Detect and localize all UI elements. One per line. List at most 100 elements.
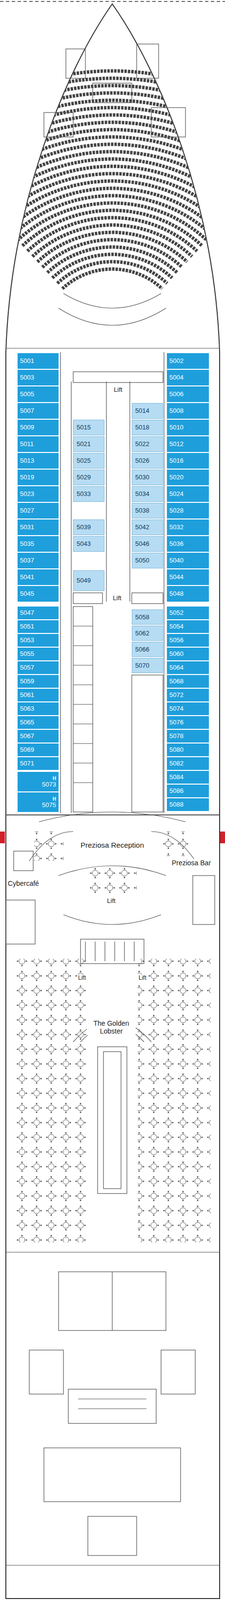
cabin-number: 5043 (76, 539, 91, 547)
cabin: 5086 (166, 782, 209, 796)
area-label: Lift (77, 972, 87, 980)
cabin-number: 5067 (20, 731, 35, 738)
cabin-number: 5046 (135, 539, 150, 547)
theatre-seat-row (62, 268, 163, 288)
cabin: 5016 (166, 451, 209, 468)
cabin: 5040 (166, 551, 209, 568)
cabin: 5055 (17, 646, 59, 659)
cabin-number: 5065 (20, 717, 35, 725)
cabin: 5058 (131, 608, 164, 624)
cabin-number: 5084 (169, 772, 184, 779)
cabin-number: 5059 (20, 676, 35, 684)
cabin: 5072 (166, 687, 209, 700)
cabin: H5073 (17, 770, 59, 790)
cabin: 5025 (73, 451, 105, 468)
cabin: 5057 (17, 659, 59, 673)
area-label: Lift (137, 972, 148, 980)
cabin: 5068 (166, 673, 209, 687)
cabin-number: 5034 (135, 489, 150, 497)
cabin: 5011 (17, 435, 59, 451)
cabin: 5038 (131, 501, 164, 518)
cabin: 5032 (166, 518, 209, 534)
cabin-number: 5006 (169, 389, 184, 397)
cabin-number: 5027 (20, 506, 35, 513)
cabin: 5009 (17, 418, 59, 435)
cabin: 5024 (166, 485, 209, 501)
cabin-number: 5010 (169, 423, 184, 430)
cabin: 5071 (17, 755, 59, 769)
cabin-number: 5057 (20, 662, 35, 670)
theatre-seat-row (0, 114, 225, 176)
cabin: 5005 (17, 385, 59, 402)
cabin: 5003 (17, 368, 59, 385)
area-label: Lift (112, 385, 123, 393)
cabin-number: 5054 (169, 621, 184, 629)
theatre-seat-row (22, 209, 203, 246)
cabin-number: 5022 (135, 439, 150, 447)
cabin-number: 5036 (169, 539, 184, 547)
cabin: 5019 (17, 468, 59, 485)
cabin-number: 5015 (76, 423, 91, 430)
cabin: 5036 (166, 534, 209, 551)
cabin-number: 5018 (135, 423, 150, 430)
cabin-number: 5013 (20, 456, 35, 464)
cabin-number: 5075 (41, 799, 57, 807)
cabin: 5065 (17, 714, 59, 728)
cabin: 5026 (131, 451, 164, 468)
theatre-seat-row (0, 143, 225, 198)
cabin-number: 5071 (20, 758, 35, 766)
cabin-number: 5016 (169, 456, 184, 464)
cabin: 5062 (131, 624, 164, 640)
cabin-number: 5047 (20, 608, 35, 615)
cabin: 5039 (73, 518, 105, 534)
cabin: 5078 (166, 728, 209, 741)
cabin: 5006 (166, 385, 209, 402)
cabin-number: 5024 (169, 489, 184, 497)
cabin-number: 5009 (20, 423, 35, 430)
cabin: 5048 (166, 584, 209, 601)
theatre-seat-row (17, 202, 208, 240)
theatre-seat-row (12, 195, 213, 235)
cabin: 5018 (131, 418, 164, 435)
cabin-number: 5074 (169, 703, 184, 711)
cabin-number: 5072 (169, 690, 184, 697)
cabin-number: 5001 (20, 356, 35, 364)
cabin-number: 5066 (135, 644, 150, 652)
cabin: 5076 (166, 714, 209, 728)
cabin: 5050 (131, 551, 164, 568)
cabin-number: 5078 (169, 731, 184, 738)
cabin: 5044 (166, 568, 209, 584)
cabin-number: 5051 (20, 621, 35, 629)
cabin-number: 5012 (169, 439, 184, 447)
cabin: 5082 (166, 755, 209, 769)
cabin-number: 5069 (20, 744, 35, 752)
cabin: 5041 (17, 568, 59, 584)
cabin-number: 5033 (76, 489, 91, 497)
theatre-seat-row (0, 122, 225, 182)
cabin-number: 5060 (169, 649, 184, 656)
cabin: 5069 (17, 741, 59, 755)
cabin: 5015 (73, 418, 105, 435)
cabin: 5046 (131, 534, 164, 551)
cabin: 5029 (73, 468, 105, 485)
cabin-number: 5003 (20, 373, 35, 381)
cabin-number: 5019 (20, 472, 35, 480)
cabin: 5028 (166, 501, 209, 518)
cabin-number: 5049 (76, 575, 91, 583)
cabin-number: 5056 (169, 635, 184, 643)
cabin: 5061 (17, 687, 59, 700)
theatre-seat-row (0, 100, 225, 165)
cabin: 5045 (17, 584, 59, 601)
cabin: 5012 (166, 435, 209, 451)
theatre-seat-row (0, 78, 225, 149)
cabin-number: 5028 (169, 506, 184, 513)
area-label: Lift (105, 895, 117, 903)
cabin: 5010 (166, 418, 209, 435)
cabin-number: 5068 (169, 676, 184, 684)
cabin-number: 5073 (41, 779, 57, 787)
cabin-number: 5032 (169, 522, 184, 530)
cabin: 5060 (166, 646, 209, 659)
area-label: Preziosa Bar (170, 857, 212, 865)
theatre-seat-row (7, 187, 217, 230)
cabin-number: 5048 (169, 589, 184, 596)
